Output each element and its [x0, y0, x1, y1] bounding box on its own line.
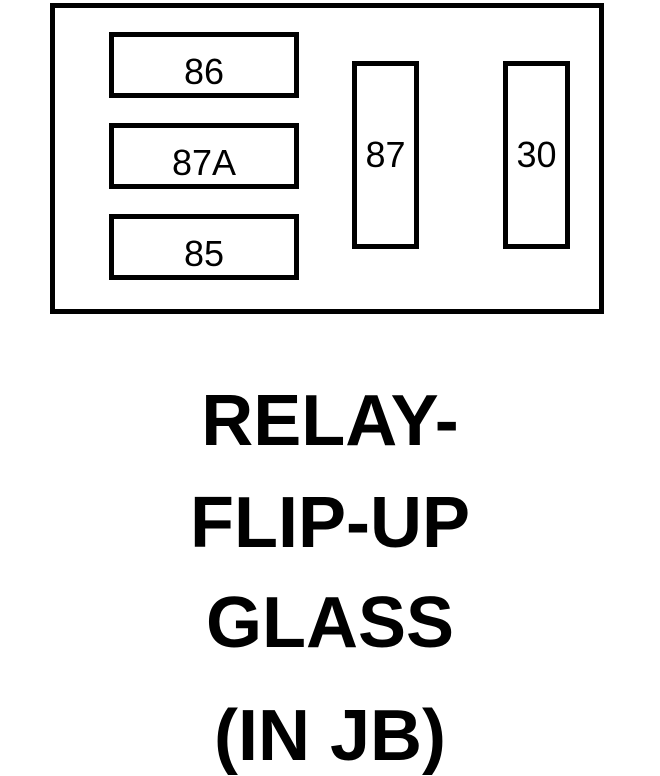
pin-85-label: 85: [183, 233, 225, 274]
pin-87a-label: 87A: [171, 142, 237, 183]
relay-title-line-3: GLASS: [205, 583, 455, 663]
relay-title-line-1: RELAY-: [201, 381, 459, 461]
pin-30-terminal: 30: [503, 61, 570, 249]
relay-title-line-4: (IN JB): [214, 696, 446, 776]
relay-outline: [50, 3, 604, 314]
pin-87-terminal: 87: [352, 61, 419, 249]
pin-85-terminal: 85: [109, 214, 299, 280]
pin-30-label: 30: [516, 134, 557, 175]
pin-86-label: 86: [183, 51, 225, 92]
pin-86-terminal: 86: [109, 32, 299, 98]
relay-title-line-2: FLIP-UP: [190, 483, 470, 563]
pin-87a-terminal: 87A: [109, 123, 299, 189]
pin-87-label: 87: [365, 134, 406, 175]
